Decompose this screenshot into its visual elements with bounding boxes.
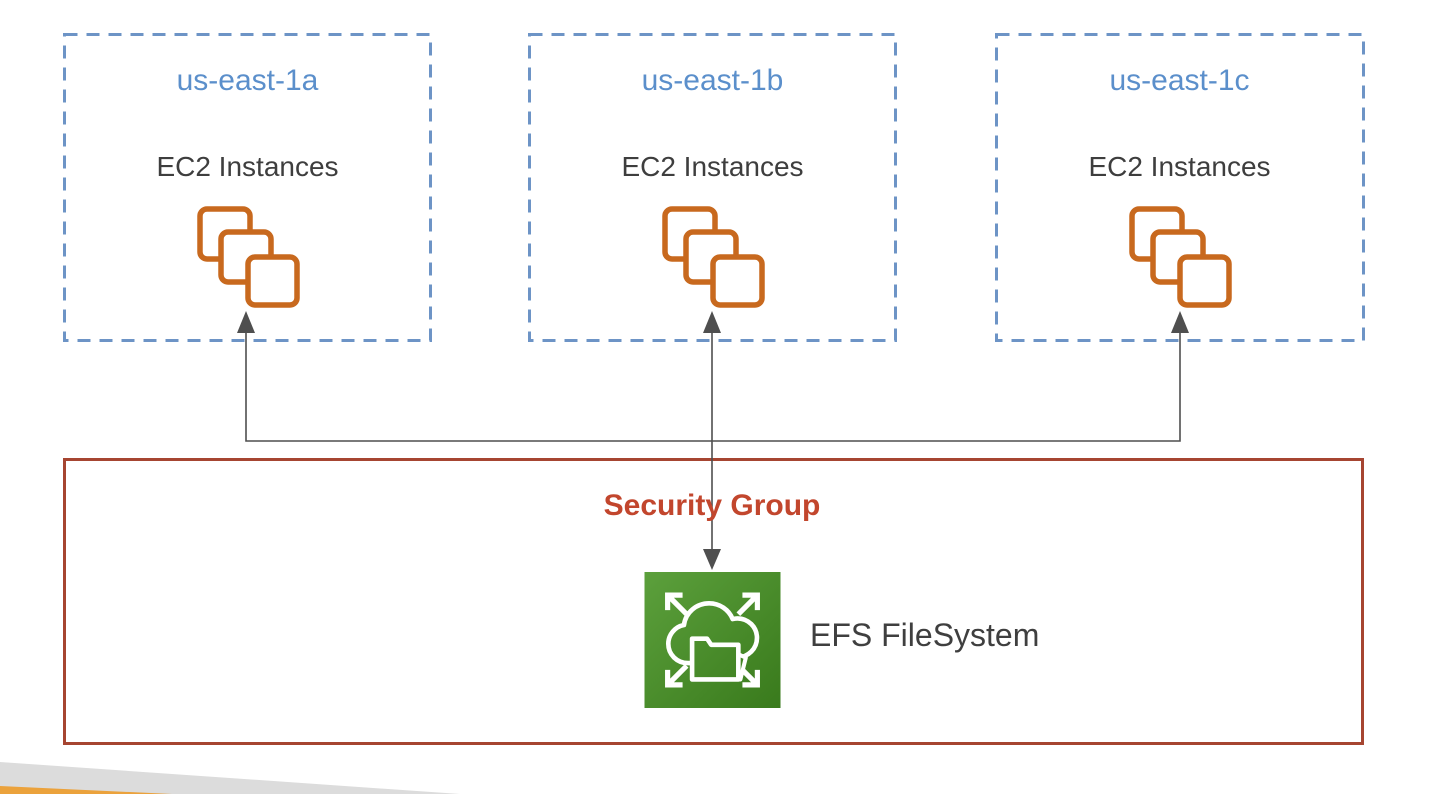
az-title: us-east-1b	[641, 64, 784, 97]
az-title: us-east-1c	[1109, 64, 1250, 97]
az-box-us-east-1b: us-east-1b EC2 Instances	[528, 33, 897, 342]
az-service-label: EC2 Instances	[1088, 151, 1271, 182]
ec2-square-front	[709, 254, 765, 308]
az-box-us-east-1a: us-east-1a EC2 Instances	[63, 33, 432, 342]
ec2-instances-icon	[1128, 206, 1232, 308]
az-box-us-east-1c: us-east-1c EC2 Instances	[995, 33, 1364, 342]
efs-filesystem-icon	[644, 572, 781, 708]
ec2-instances-icon	[661, 206, 765, 308]
efs-folder	[689, 636, 741, 682]
arrowhead-down-efs-icon	[703, 549, 721, 570]
arrowhead-up-az3-icon	[1171, 311, 1189, 333]
az-box-border-us-east-1b	[528, 33, 897, 342]
az-box-border-us-east-1c	[995, 33, 1365, 342]
corner-wedge-gray	[0, 762, 460, 794]
az-service-label: EC2 Instances	[156, 151, 339, 182]
efs-filesystem-label: EFS FileSystem	[810, 617, 1040, 653]
efs-icon-background	[644, 572, 781, 708]
corner-wedge-orange	[0, 786, 172, 794]
az-title: us-east-1a	[176, 64, 319, 97]
ec2-square-front	[244, 254, 300, 308]
connector-branch-line	[245, 331, 1181, 442]
az-box-border-us-east-1a	[63, 33, 432, 342]
arrowhead-up-az1-icon	[237, 311, 255, 333]
security-group-label: Security Group	[603, 489, 821, 522]
ec2-square-front	[1176, 254, 1232, 308]
security-group-box-border	[63, 458, 1364, 745]
arrowhead-up-az2-icon	[703, 311, 721, 333]
az-service-label: EC2 Instances	[621, 151, 804, 182]
ec2-instances-icon	[196, 206, 300, 308]
